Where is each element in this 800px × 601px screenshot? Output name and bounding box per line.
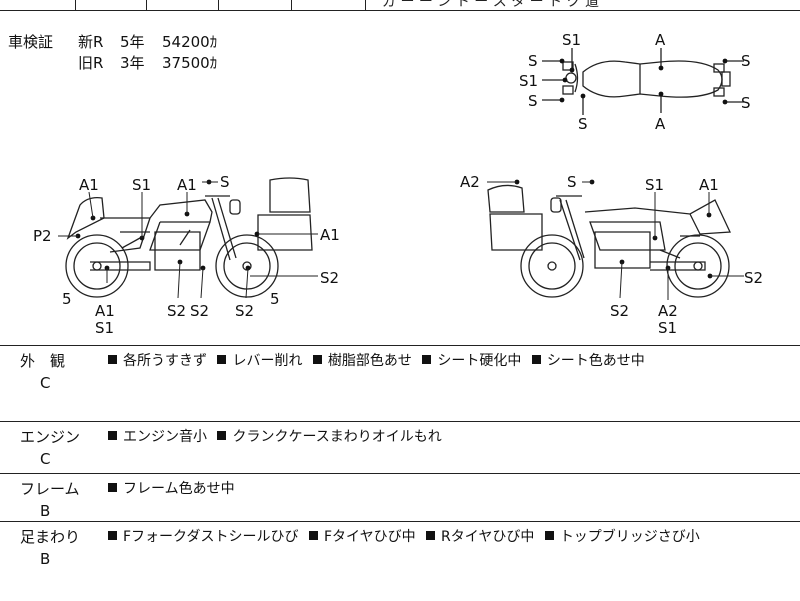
inspection-label: 車検証	[8, 33, 54, 51]
condition-item: クランクケースまわりオイルもれ	[217, 426, 442, 446]
condition-item: Fタイヤひび中	[308, 526, 416, 546]
diagram-label: 5	[62, 290, 72, 308]
condition-item: エンジン音小	[108, 426, 207, 446]
section-grade: B	[40, 502, 51, 520]
diagram-label: S1	[658, 319, 677, 337]
diagram-label: A1	[95, 302, 115, 320]
bullet-square-icon	[544, 531, 554, 540]
diagram-label: S	[567, 173, 577, 191]
condition-item: トップブリッジさび小	[544, 526, 700, 546]
header-row: ガ ー ー ン ト ー ス タ ー ト ク 道	[0, 0, 800, 11]
inspection-price: 54200ｶ	[162, 33, 218, 51]
bullet-square-icon	[422, 355, 432, 364]
diagram-label: S2	[235, 302, 254, 320]
section-items: 各所うすきず レバー削れ 樹脂部色あせ シート硬化中 シート色あせ中	[108, 350, 651, 370]
diagram-label: A2	[658, 302, 678, 320]
section-grade: B	[40, 550, 51, 568]
section-frame: フレーム B フレーム色あせ中	[0, 473, 800, 522]
motorcycle-diagram: S1 A S S S1 S S S A S A1 S1 A1 S P2 A1 5…	[33, 31, 763, 337]
diagram-label: S1	[519, 72, 538, 90]
inspection-years: 3年	[120, 54, 145, 72]
condition-item: レバー削れ	[217, 350, 302, 370]
diagram-label: S2	[190, 302, 209, 320]
diagram-label: A1	[177, 176, 197, 194]
section-exterior: 外 観 C 各所うすきず レバー削れ 樹脂部色あせ シート硬化中 シート色あせ中	[0, 345, 800, 422]
left-side-motorcycle	[65, 177, 313, 298]
diagram-label: S1	[562, 31, 581, 49]
section-grade: C	[40, 374, 51, 392]
diagram-label: 5	[270, 290, 280, 308]
diagram-label: A2	[460, 173, 480, 191]
diagram-label: A1	[320, 226, 340, 244]
diagram-label: A1	[699, 176, 719, 194]
diagram-label: S1	[95, 319, 114, 337]
condition-item: 各所うすきず	[108, 350, 207, 370]
section-items: Fフォークダストシールひび Fタイヤひび中 Rタイヤひび中 トップブリッジさび小	[108, 526, 706, 546]
diagram-label: S2	[320, 269, 339, 287]
inspection-row: 新R 5年 54200ｶ	[78, 31, 217, 52]
bullet-square-icon	[217, 355, 227, 364]
top-view-motorcycle	[562, 60, 731, 98]
bullet-square-icon	[531, 355, 541, 364]
condition-item: フレーム色あせ中	[108, 478, 235, 498]
diagram-label: P2	[33, 227, 52, 245]
bullet-square-icon	[426, 531, 436, 540]
diagram-label: S2	[610, 302, 629, 320]
diagram-label: S	[220, 173, 230, 191]
inspection-type: 新R	[78, 33, 104, 51]
section-suspension: 足まわり B Fフォークダストシールひび Fタイヤひび中 Rタイヤひび中 トップ…	[0, 521, 800, 601]
section-title: 足まわり	[20, 528, 81, 546]
section-engine: エンジン C エンジン音小 クランクケースまわりオイルもれ	[0, 421, 800, 474]
section-title: 外 観	[20, 352, 66, 370]
bullet-square-icon	[108, 483, 117, 492]
bullet-square-icon	[108, 431, 117, 440]
diagram-label: A1	[79, 176, 99, 194]
diagram-label: S2	[167, 302, 186, 320]
diagram-label: S1	[132, 176, 151, 194]
diagram-label: A	[655, 31, 666, 49]
diagram-label: S	[741, 94, 751, 112]
condition-item: Rタイヤひび中	[426, 526, 534, 546]
bullet-square-icon	[312, 355, 322, 364]
diagram-label: S1	[645, 176, 664, 194]
condition-item: Fフォークダストシールひび	[108, 526, 299, 546]
condition-item: 樹脂部色あせ	[312, 350, 412, 370]
bullet-square-icon	[108, 531, 117, 540]
diagram-label: S2	[744, 269, 763, 287]
diagram-label: S	[578, 115, 588, 133]
section-items: エンジン音小 クランクケースまわりオイルもれ	[108, 426, 448, 446]
condition-item: シート色あせ中	[531, 350, 645, 370]
inspection-price: 37500ｶ	[162, 54, 218, 72]
diagram-label: S	[528, 92, 538, 110]
bullet-square-icon	[308, 531, 318, 540]
header-cut-text: ガ ー ー ン ト ー ス タ ー ト ク 道	[382, 0, 599, 10]
bullet-square-icon	[108, 355, 117, 364]
condition-item: シート硬化中	[422, 350, 521, 370]
bullet-square-icon	[217, 431, 227, 440]
inspection-type: 旧R	[78, 54, 104, 72]
right-side-motorcycle	[487, 184, 731, 298]
section-grade: C	[40, 450, 51, 468]
inspection-years: 5年	[120, 33, 145, 51]
section-title: エンジン	[20, 428, 81, 446]
diagram-label: A	[655, 115, 666, 133]
inspection-row: 旧R 3年 37500ｶ	[78, 52, 217, 73]
section-items: フレーム色あせ中	[108, 478, 241, 498]
diagram-label: S	[528, 52, 538, 70]
section-title: フレーム	[20, 480, 80, 498]
diagram-label: S	[741, 52, 751, 70]
